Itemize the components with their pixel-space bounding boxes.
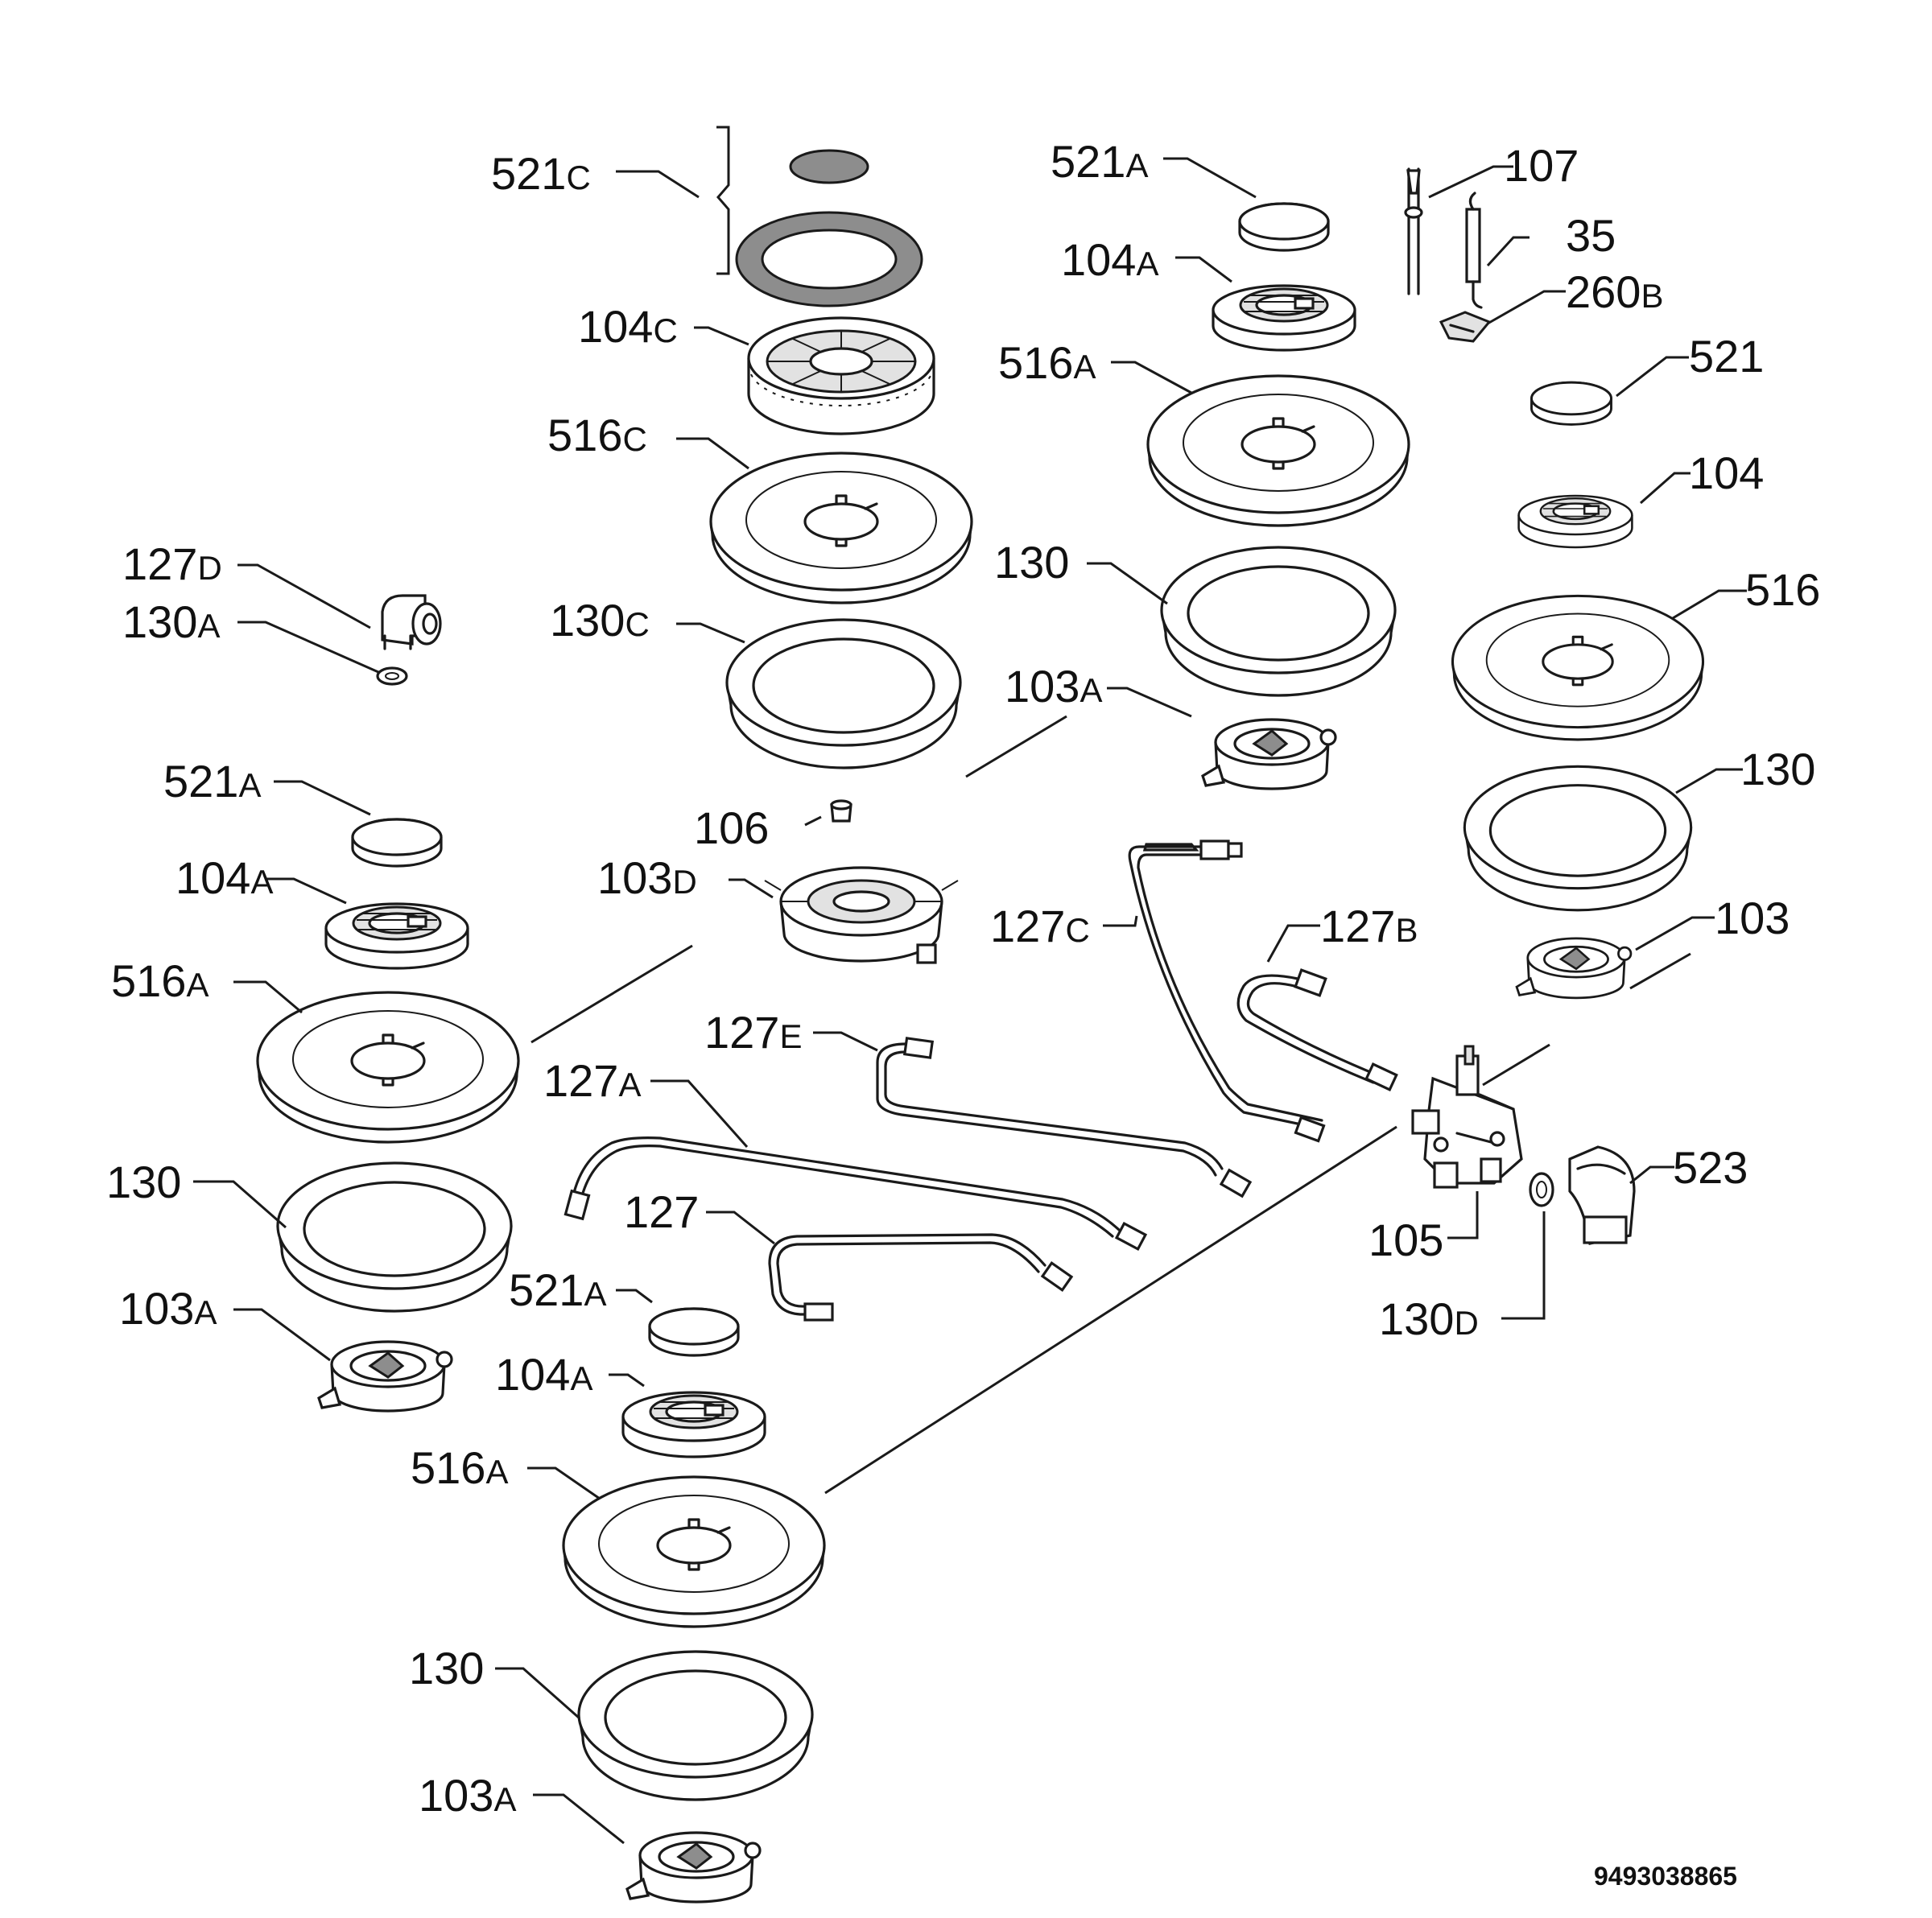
label-104a-top: 104A bbox=[1061, 234, 1158, 285]
label-130d: 130D bbox=[1379, 1293, 1479, 1344]
label-104a-left: 104A bbox=[175, 852, 273, 903]
label-127a: 127A bbox=[543, 1055, 641, 1106]
label-516: 516 bbox=[1745, 564, 1820, 615]
thermocouple bbox=[1404, 167, 1423, 295]
label-103: 103 bbox=[1715, 893, 1790, 943]
label-127b: 127B bbox=[1320, 901, 1418, 951]
burner-large bbox=[709, 149, 973, 964]
valve-washer bbox=[1529, 1172, 1554, 1207]
assembly-lines bbox=[530, 715, 1691, 1495]
label-103a-left: 103A bbox=[119, 1283, 217, 1334]
label-130c: 130C bbox=[550, 595, 650, 646]
burner-small bbox=[1451, 381, 1705, 1000]
label-104a-bottom: 104A bbox=[495, 1349, 592, 1400]
label-127d: 127D bbox=[122, 538, 222, 589]
injector bbox=[830, 799, 852, 823]
label-127: 127 bbox=[624, 1186, 699, 1237]
burner-bottom bbox=[562, 1307, 826, 1904]
callout-leaders bbox=[193, 126, 1747, 1845]
pipe-127a bbox=[564, 1136, 1148, 1252]
flame-spreader-inner bbox=[789, 149, 869, 184]
label-516c: 516C bbox=[547, 410, 647, 460]
label-521a-bottom: 521A bbox=[509, 1264, 606, 1315]
label-516a-left: 516A bbox=[111, 955, 208, 1006]
label-130-bottom: 130 bbox=[409, 1643, 484, 1693]
label-107: 107 bbox=[1504, 140, 1579, 191]
label-130-top: 130 bbox=[994, 537, 1069, 588]
label-523: 523 bbox=[1673, 1142, 1748, 1193]
callout-labels: 521C 104C 516C 130C 106 103D 521A 104A 5… bbox=[106, 136, 1820, 1821]
burner-left bbox=[256, 818, 520, 1413]
gas-valve bbox=[1411, 1045, 1523, 1189]
label-35: 35 bbox=[1566, 210, 1616, 261]
pipe-127c bbox=[1128, 839, 1326, 1143]
burner-crown-large bbox=[747, 316, 935, 435]
label-105: 105 bbox=[1368, 1215, 1443, 1265]
pipe-127e bbox=[876, 1037, 1253, 1198]
seal-ring-large bbox=[725, 618, 962, 769]
burner-base-large bbox=[764, 866, 959, 964]
gas-pipes bbox=[564, 839, 1398, 1322]
label-127e: 127E bbox=[704, 1007, 802, 1058]
electrode-clip bbox=[1439, 311, 1492, 343]
label-516a-top: 516A bbox=[998, 337, 1096, 388]
label-104c: 104C bbox=[578, 301, 678, 352]
burner-top bbox=[1146, 202, 1410, 790]
elbow-fitting bbox=[376, 594, 442, 686]
label-521c: 521C bbox=[491, 148, 591, 199]
label-516a-bottom: 516A bbox=[411, 1442, 508, 1493]
label-103d: 103D bbox=[597, 852, 697, 903]
label-130-right: 130 bbox=[1740, 744, 1815, 794]
flame-spreader-ring bbox=[735, 211, 923, 307]
label-130a: 130A bbox=[122, 596, 220, 647]
label-260b: 260B bbox=[1566, 266, 1663, 317]
valve-clip bbox=[1568, 1145, 1636, 1245]
ignition-electrode bbox=[1465, 192, 1483, 309]
diagram-code: 9493038865 bbox=[1594, 1862, 1737, 1891]
pipe-127 bbox=[768, 1233, 1074, 1322]
label-103a-top: 103A bbox=[1005, 661, 1102, 712]
label-521a-left: 521A bbox=[163, 756, 261, 806]
pipe-127b bbox=[1236, 968, 1398, 1091]
label-103a-bottom: 103A bbox=[419, 1770, 516, 1821]
label-127c: 127C bbox=[990, 901, 1090, 951]
label-521: 521 bbox=[1689, 331, 1764, 382]
burner-plate-large bbox=[709, 452, 973, 604]
label-521a-top: 521A bbox=[1051, 136, 1148, 187]
label-104: 104 bbox=[1689, 448, 1764, 498]
label-106: 106 bbox=[694, 802, 769, 853]
label-130-left: 130 bbox=[106, 1157, 181, 1207]
